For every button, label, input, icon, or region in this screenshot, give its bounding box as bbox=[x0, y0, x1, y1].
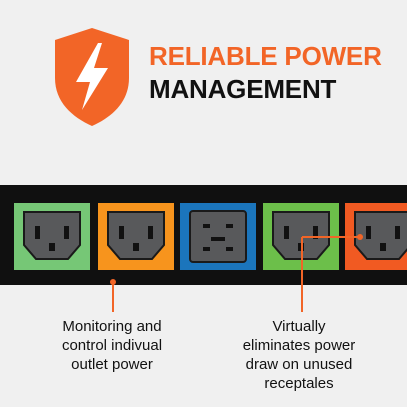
title-line-2: MANAGEMENT bbox=[149, 74, 337, 104]
outlet-3 bbox=[180, 203, 256, 270]
c19-socket-icon bbox=[189, 210, 247, 263]
callout-2-line-1: Virtually bbox=[272, 318, 326, 335]
callout-1-line-1: Monitoring and bbox=[62, 318, 162, 335]
outlet-5 bbox=[345, 203, 407, 270]
c13-socket-icon bbox=[354, 211, 407, 260]
title-line-1: RELIABLE POWER bbox=[149, 41, 382, 71]
c13-socket-icon bbox=[107, 211, 165, 260]
c13-socket-icon bbox=[272, 211, 330, 260]
callout-2-line-3: draw on unused bbox=[245, 356, 353, 373]
callout-1-text: Monitoring and control indivual outlet p… bbox=[39, 317, 185, 374]
callout-1-line-3: outlet power bbox=[71, 356, 153, 373]
callout-2-line-4: receptales bbox=[264, 375, 334, 392]
callout-2-text: Virtually eliminates power draw on unuse… bbox=[224, 317, 374, 393]
outlet-4 bbox=[263, 203, 339, 270]
c13-socket-icon bbox=[23, 211, 81, 260]
lightning-shield-icon bbox=[52, 26, 132, 128]
outlet-2 bbox=[98, 203, 174, 270]
callout-1-line-2: control indivual bbox=[61, 337, 163, 354]
outlet-1 bbox=[14, 203, 90, 270]
callout-2-line-2: eliminates power bbox=[242, 337, 356, 354]
